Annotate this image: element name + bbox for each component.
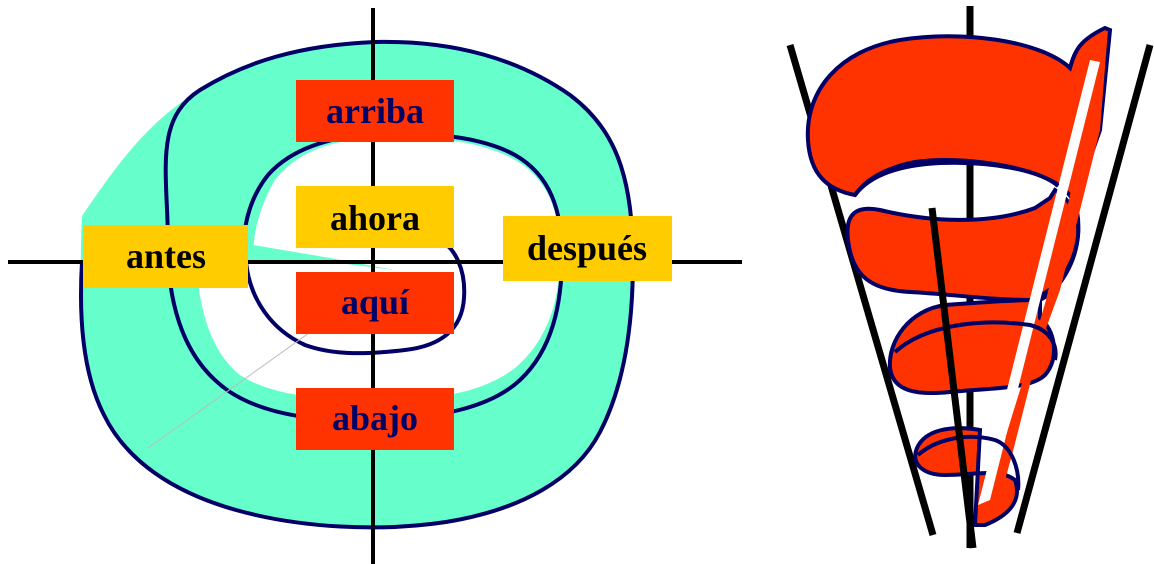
label-despues: después	[503, 216, 672, 281]
cone-right-edge	[1013, 44, 1154, 534]
helix-white-gap	[978, 60, 1100, 505]
label-aqui: aquí	[296, 272, 454, 334]
helix-inner-curve-mid	[893, 320, 1058, 361]
label-aqui-text: aquí	[341, 282, 410, 322]
label-arriba: arriba	[296, 80, 454, 142]
helix-second-band	[845, 187, 1081, 303]
label-ahora-text: ahora	[330, 198, 420, 238]
label-antes-text: antes	[126, 236, 206, 276]
spiral-outer-outline	[78, 39, 635, 530]
cone-helix-diagram	[786, 6, 1154, 549]
spiral-band	[80, 41, 633, 526]
label-abajo: abajo	[296, 388, 454, 450]
spiral-inner-outline	[244, 238, 467, 356]
label-arriba-text: arriba	[326, 91, 424, 131]
label-despues-text: después	[527, 228, 647, 268]
label-ahora: ahora	[296, 186, 454, 248]
helix-inner-curve-low	[916, 434, 1021, 491]
label-abajo-text: abajo	[332, 398, 418, 438]
cone-inner-rod	[928, 207, 977, 549]
spiral-guide-line	[147, 317, 331, 449]
flat-spiral-diagram: arriba ahora antes después aquí abajo	[8, 8, 742, 564]
helix-inner-curve-top	[853, 160, 1060, 197]
label-antes: antes	[83, 225, 248, 288]
